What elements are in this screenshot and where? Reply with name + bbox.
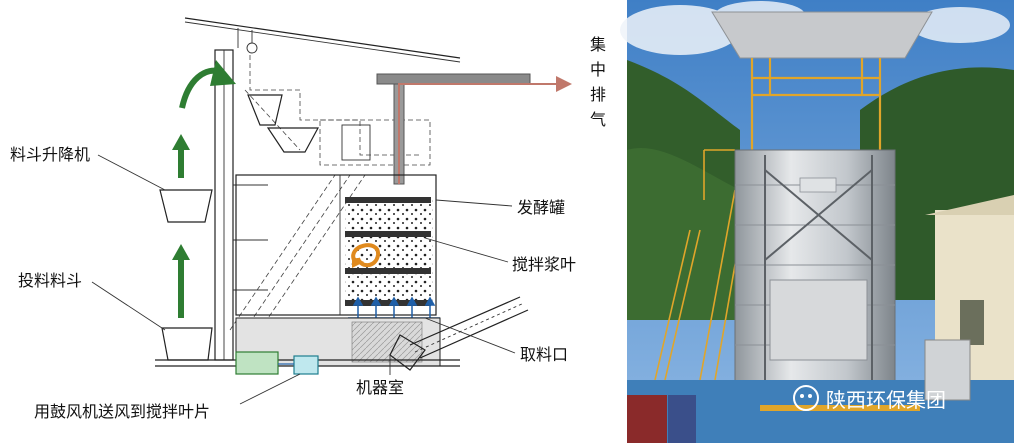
pulley — [246, 42, 258, 54]
exhaust-duct — [376, 73, 531, 85]
fermentation-tank — [235, 174, 437, 316]
photo-frame — [750, 58, 882, 150]
label-exhaust-2: 中 — [590, 60, 606, 79]
label-hopper-elevator: 料斗升降机 — [10, 145, 90, 164]
photo-tank — [734, 149, 896, 406]
label-blower-note: 用鼓风机送风到搅拌叶片 — [34, 402, 210, 421]
blower-box — [235, 351, 279, 375]
photo-canopy — [711, 11, 933, 59]
upper-hopper — [247, 94, 283, 126]
label-fermentation-tank: 发酵罐 — [517, 198, 565, 217]
watermark: 陕西环保集团 — [793, 385, 946, 412]
feed-hopper — [161, 327, 213, 361]
blower-motor-box — [293, 355, 319, 375]
label-exhaust-4: 气 — [590, 110, 606, 129]
exhaust-flow-arrow — [398, 76, 572, 184]
lift-arrows — [172, 134, 190, 318]
label-exhaust-3: 排 — [590, 85, 606, 104]
wechat-icon — [793, 385, 819, 411]
photo: 陕西环保集团 — [620, 0, 1014, 443]
label-feed-hopper: 投料料斗 — [18, 271, 82, 290]
label-discharge-port: 取料口 — [520, 345, 568, 364]
discharge-conveyor — [409, 296, 521, 346]
air-arrows — [352, 296, 436, 318]
label-machine-room: 机器室 — [356, 378, 404, 397]
label-exhaust-1: 集 — [590, 35, 606, 54]
hopper-elevator — [159, 189, 213, 223]
label-stirring-paddle: 搅拌浆叶 — [512, 255, 576, 274]
stirring-rotation-arrow — [351, 243, 380, 268]
schematic: 集 中 排 气 料斗升降机 发酵罐 搅拌浆叶 投料料斗 取料口 机器室 用鼓风机… — [10, 17, 606, 421]
roof — [184, 17, 461, 59]
watermark-text: 陕西环保集团 — [826, 388, 946, 412]
